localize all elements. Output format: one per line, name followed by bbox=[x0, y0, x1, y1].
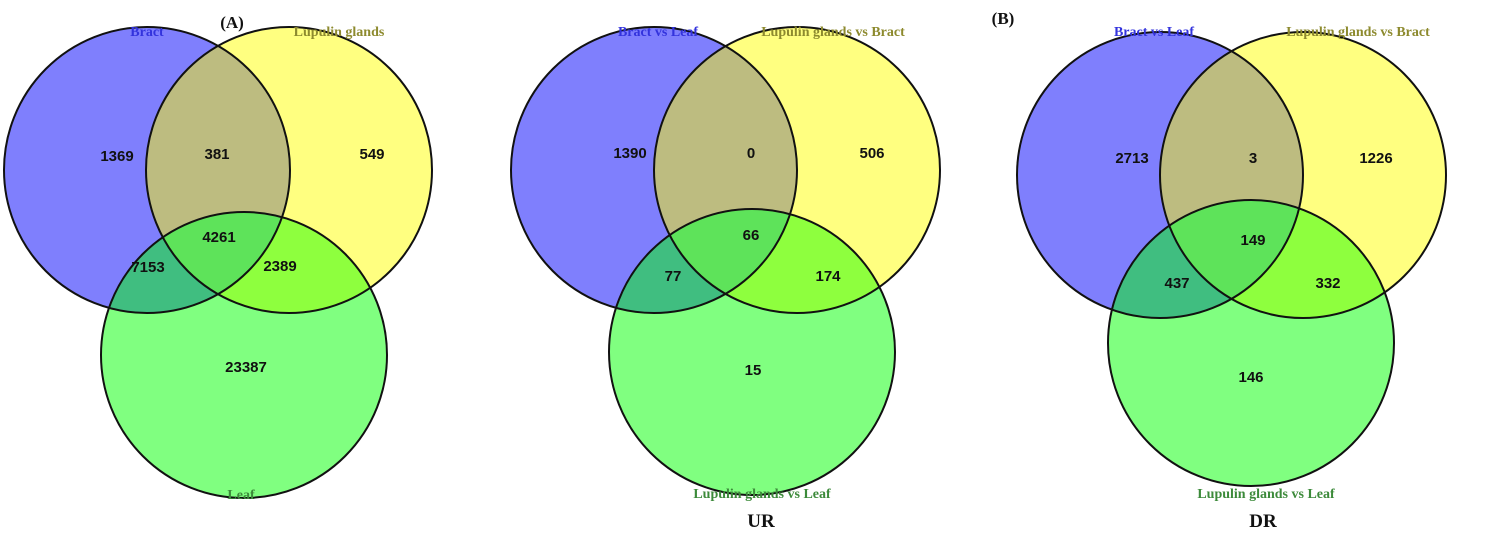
count-only-leaf: 23387 bbox=[225, 359, 267, 376]
outline-3 bbox=[608, 208, 896, 496]
count-only-3: 15 bbox=[745, 362, 762, 379]
count-only-1: 2713 bbox=[1115, 150, 1148, 167]
venn-diagram-ur: Bract vs Leaf Lupulin glands vs Bract Lu… bbox=[510, 25, 941, 532]
count-2-3: 332 bbox=[1315, 275, 1340, 292]
set-label-2: Lupulin glands vs Bract bbox=[761, 25, 905, 40]
set-label-1: Bract vs Leaf bbox=[1114, 25, 1194, 40]
panel-label-a: (A) bbox=[220, 13, 244, 32]
set-label-3: Lupulin glands vs Leaf bbox=[693, 487, 831, 502]
overlap-1-3 bbox=[609, 209, 797, 313]
set-label-2: Lupulin glands bbox=[294, 25, 385, 40]
count-1-3: 77 bbox=[665, 268, 682, 285]
count-only-bract: 1369 bbox=[100, 148, 133, 165]
outline-lupulin-glands bbox=[145, 26, 433, 314]
outline-bract bbox=[3, 26, 291, 314]
set-label-3: Lupulin glands vs Leaf bbox=[1197, 487, 1335, 502]
set-label-2: Lupulin glands vs Bract bbox=[1286, 25, 1430, 40]
set-label-3: Leaf bbox=[227, 488, 255, 503]
set-label-1: Bract vs Leaf bbox=[618, 25, 698, 40]
count-all-three: 149 bbox=[1240, 232, 1265, 249]
count-only-3: 146 bbox=[1238, 369, 1263, 386]
count-1-2: 3 bbox=[1249, 150, 1257, 167]
diagram-caption-ur: UR bbox=[747, 511, 775, 532]
outline-leaf bbox=[100, 211, 388, 499]
outline-1 bbox=[510, 26, 798, 314]
outline-3 bbox=[1107, 199, 1395, 487]
count-all-three: 4261 bbox=[202, 229, 235, 246]
outline-2 bbox=[1159, 31, 1447, 319]
set-label-1: Bract bbox=[130, 25, 164, 40]
count-only-lupulin: 549 bbox=[359, 146, 384, 163]
overlap-bract-leaf bbox=[101, 212, 290, 313]
count-only-2: 1226 bbox=[1359, 150, 1392, 167]
venn-diagram-1: Bract Lupulin glands Leaf 1369 549 23387… bbox=[3, 25, 433, 503]
count-only-2: 506 bbox=[859, 145, 884, 162]
count-only-1: 1390 bbox=[613, 145, 646, 162]
diagram-caption-dr: DR bbox=[1249, 511, 1277, 532]
count-1-2: 0 bbox=[747, 145, 755, 162]
count-2-3: 174 bbox=[815, 268, 841, 285]
count-bract-lupulin: 381 bbox=[204, 146, 229, 163]
outline-2 bbox=[653, 26, 941, 314]
outline-1 bbox=[1016, 31, 1304, 319]
venn-diagram-dr: Bract vs Leaf Lupulin glands vs Bract Lu… bbox=[1016, 25, 1447, 532]
panel-label-b: (B) bbox=[992, 9, 1015, 28]
overlap-1-3 bbox=[1108, 200, 1303, 318]
count-lupulin-leaf: 2389 bbox=[263, 258, 296, 275]
count-all-three: 66 bbox=[743, 227, 760, 244]
count-1-3: 437 bbox=[1164, 275, 1189, 292]
count-bract-leaf: 7153 bbox=[131, 259, 164, 276]
